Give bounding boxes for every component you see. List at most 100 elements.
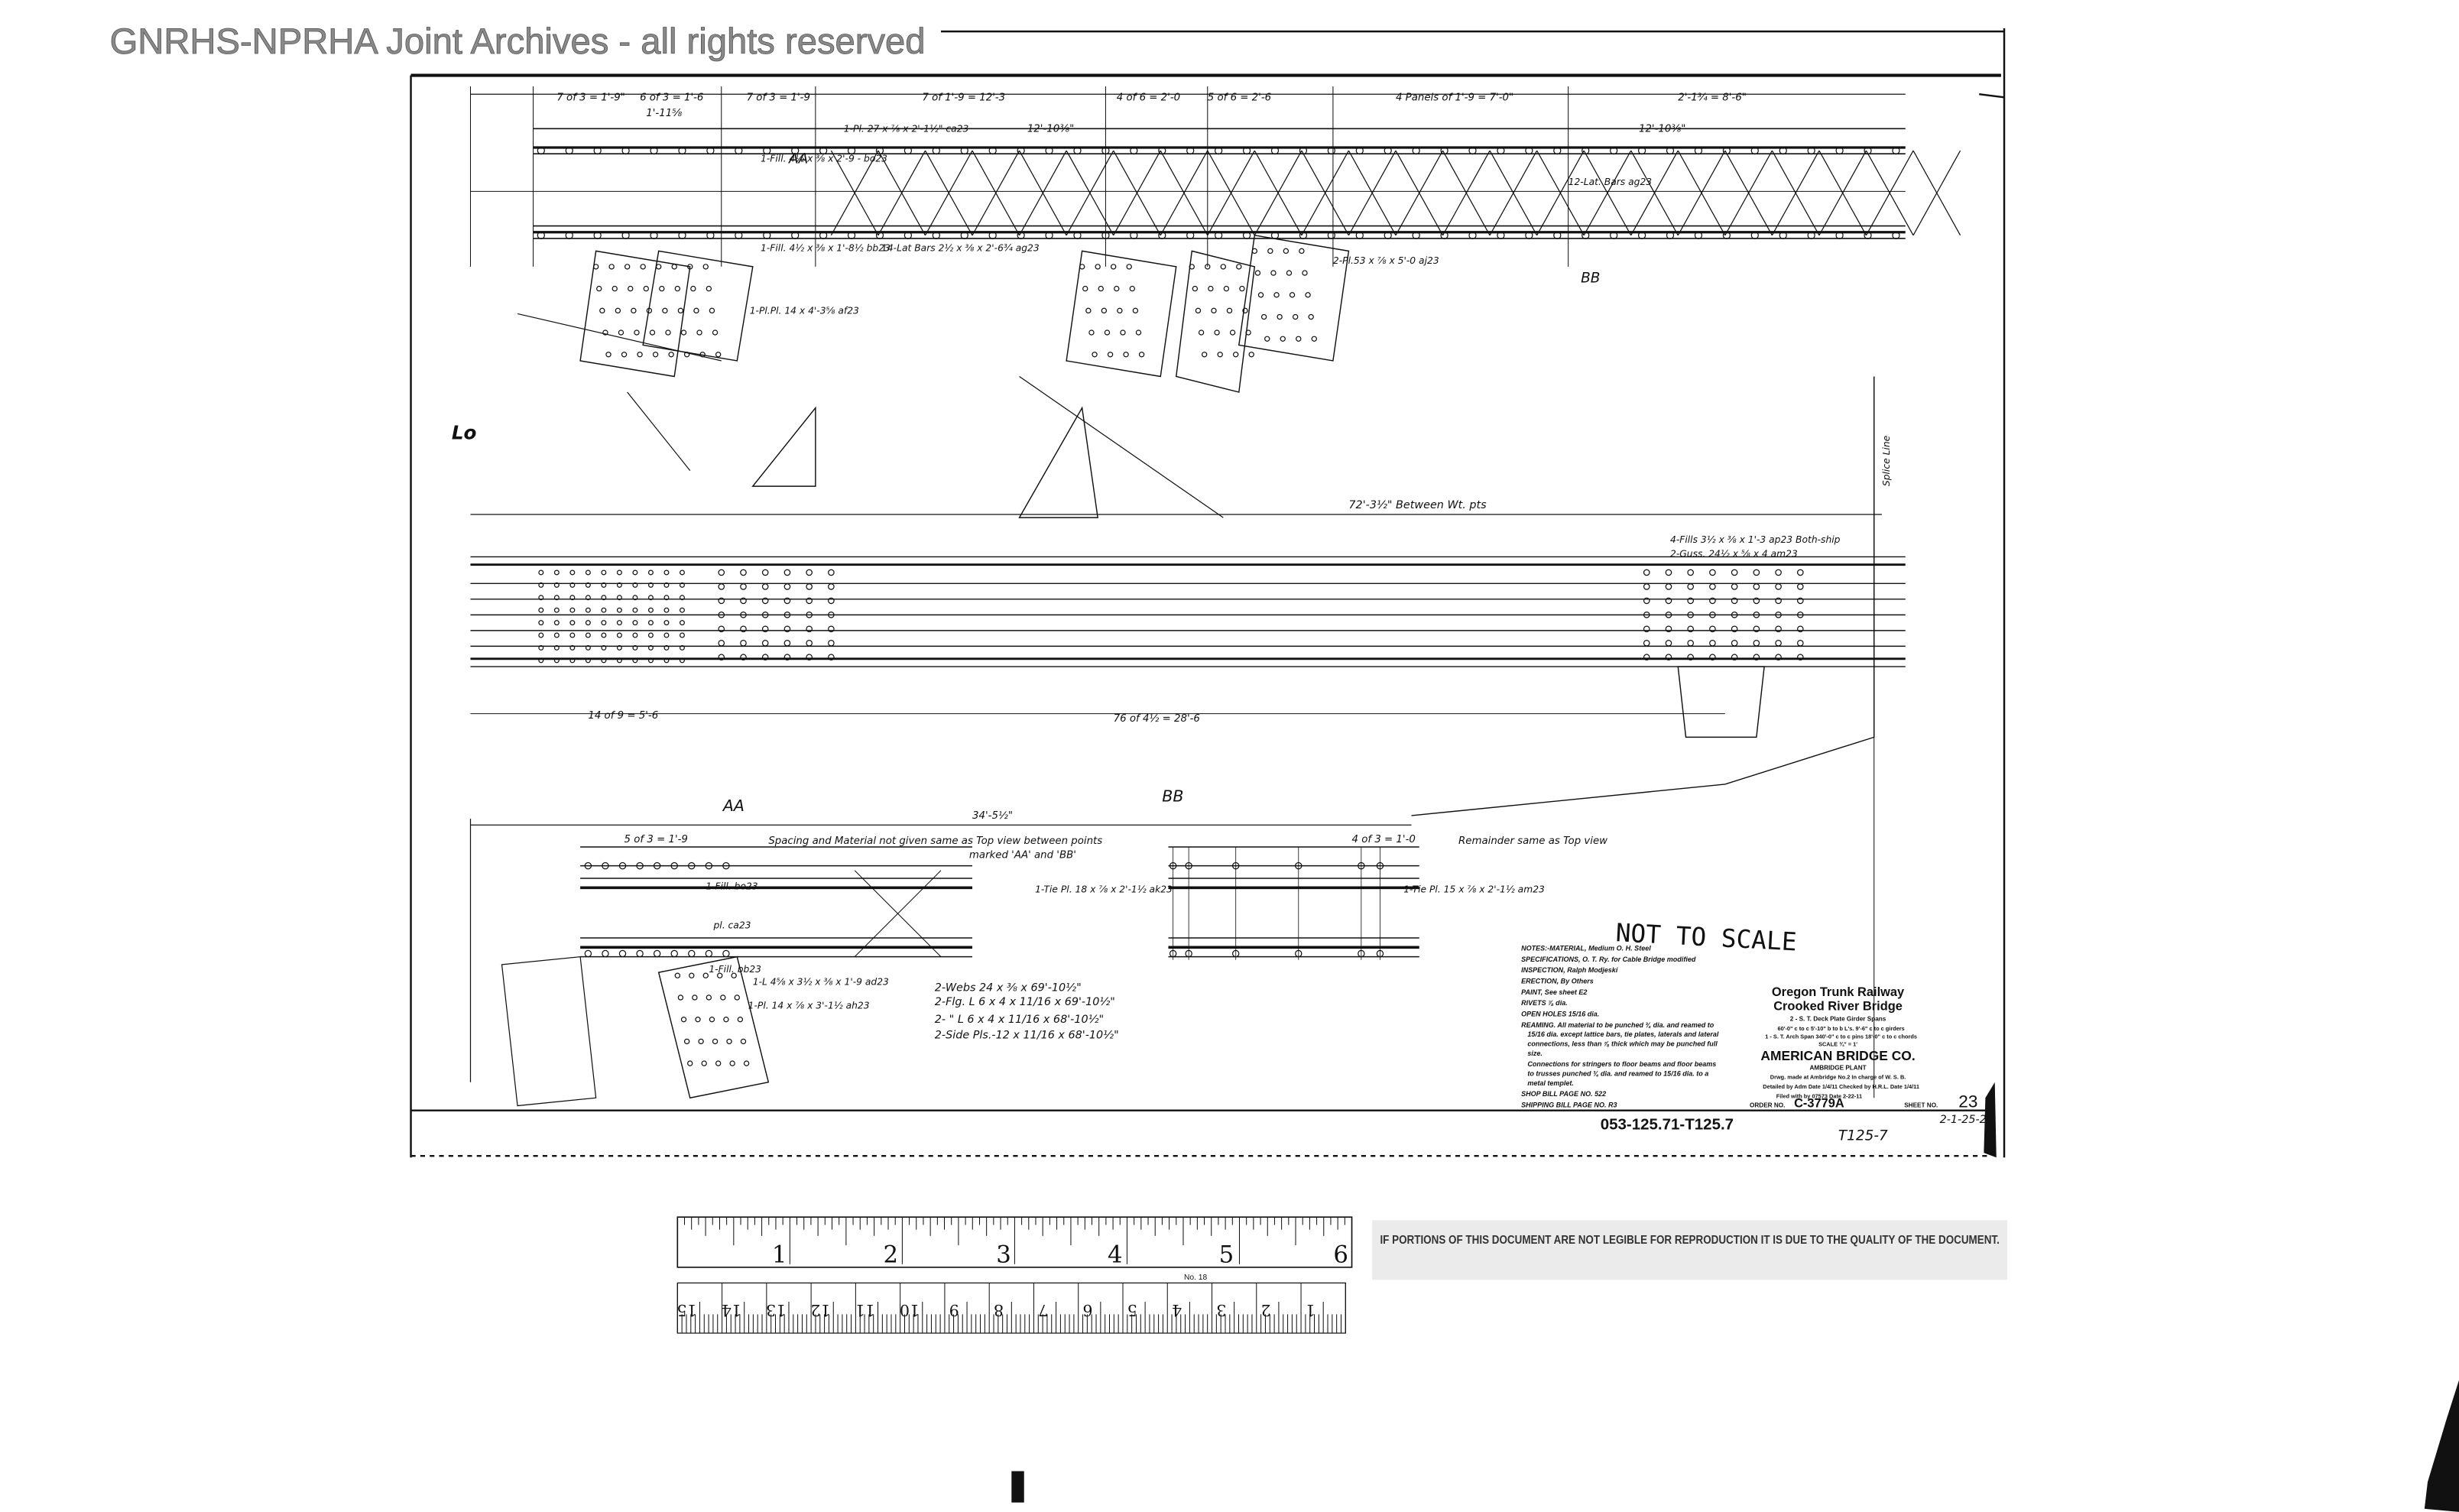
rivet-hole <box>806 597 813 605</box>
rivet-hole <box>1286 270 1293 276</box>
ruler-label: 4 <box>1108 1241 1123 1269</box>
rivet-hole <box>988 231 997 239</box>
callout: 1-Pl.Pl. 14 x 4'-3⅝ af23 <box>750 305 859 316</box>
rivet-hole <box>763 231 771 239</box>
rivet-hole <box>734 994 740 1001</box>
rivet-hole <box>706 994 712 1001</box>
rivet-hole <box>653 949 661 958</box>
lattice-bar <box>1301 150 1349 236</box>
rivet-hole <box>698 1038 704 1045</box>
section-labels: Lo AA BB AA BB <box>452 151 1601 814</box>
rivet-hole <box>1236 264 1242 270</box>
lattice-bar <box>924 150 973 236</box>
rivet-hole <box>1305 292 1311 298</box>
rivet-hole <box>1092 352 1098 358</box>
rivet-hole <box>1610 146 1618 155</box>
rivet-hole <box>1525 146 1533 155</box>
callout: 4-Fills 3½ x ⅜ x 1'-3 ap23 Both-ship <box>1670 534 1841 545</box>
rivet-hole <box>1198 329 1205 336</box>
rivet-hole <box>1239 285 1245 292</box>
order-number: C-3779A <box>1794 1097 1844 1111</box>
rivet-hole <box>761 612 769 618</box>
rivet-hole <box>650 231 658 239</box>
callout: 1-Fill. 4½ x ⅜ x 1'-8½ bb23 <box>761 242 890 253</box>
rivet-hole <box>1327 146 1335 155</box>
rivet-hole <box>740 569 747 576</box>
rivet-hole <box>616 582 622 588</box>
lattice-bar <box>1865 150 1914 236</box>
rivet-hole <box>1245 329 1251 336</box>
rivet-hole <box>1709 639 1716 647</box>
rivet-hole <box>1215 231 1223 239</box>
lattice-bar <box>1771 150 1820 236</box>
dimension: 34'-5½" <box>972 810 1013 822</box>
rivet-hole <box>618 861 627 870</box>
rivet-hole <box>553 582 560 588</box>
rivet-hole <box>1098 285 1104 292</box>
rivet-hole <box>640 264 646 270</box>
rivet-hole <box>1296 336 1302 342</box>
callout: 1-Pl. 14 x ⅞ x 3'-1½ ah23 <box>748 1000 870 1011</box>
rivet-hole <box>718 654 725 661</box>
plant-name: AMBRIDGE PLANT <box>1809 1064 1866 1071</box>
rivet-hole <box>1525 231 1533 239</box>
bill-line: 2-Flg. L 6 x 4 x 11/16 x 69'-10½" <box>935 996 1115 1008</box>
ruler-label: 14 <box>722 1301 741 1319</box>
rivet-hole <box>806 639 813 647</box>
rivet-hole <box>1796 583 1804 590</box>
rivet-hole <box>653 861 661 870</box>
rivet-hole <box>1796 639 1804 647</box>
rivet-hole <box>722 861 730 870</box>
rivet-hole <box>1775 654 1782 661</box>
rivet-hole <box>569 644 576 651</box>
rivet-hole <box>601 644 607 651</box>
rivet-hole <box>632 657 638 664</box>
rivet-hole <box>553 644 560 651</box>
rivet-hole <box>791 231 800 239</box>
rivet-hole <box>1687 569 1694 576</box>
sheet-number: 23 <box>1958 1092 1977 1111</box>
rivet-hole <box>670 949 678 958</box>
rivet-hole <box>1186 231 1195 239</box>
rivet-hole <box>663 595 670 601</box>
rivet-hole <box>712 1038 719 1045</box>
rivet-hole <box>650 146 658 155</box>
rivet-hole <box>735 231 743 239</box>
ruler-label: 15 <box>677 1301 697 1319</box>
rivet-hole <box>1214 329 1220 336</box>
bridge-name: Crooked River Bridge <box>1773 999 1903 1013</box>
rivet-hole <box>553 620 560 626</box>
archive-number: 053-125.71-T125.7 <box>1601 1115 1734 1133</box>
rivet-hole <box>1135 329 1142 336</box>
rivet-hole <box>1709 569 1716 576</box>
archive-watermark: GNRHS-NPRHA Joint Archives - all rights … <box>110 21 926 61</box>
rivet-hole <box>1796 569 1804 576</box>
rivet-hole <box>828 597 835 605</box>
rivet-hole <box>1114 285 1120 292</box>
rivet-hole <box>601 607 607 613</box>
gusset-plate <box>579 250 691 378</box>
rivet-hole <box>621 231 630 239</box>
rivet-hole <box>663 657 670 664</box>
rivet-hole <box>636 949 644 958</box>
scale-line: SCALE ¾" = 1' <box>1818 1041 1857 1048</box>
rivet-hole <box>709 307 715 314</box>
ruler-label: 4 <box>1172 1301 1182 1319</box>
rivet-hole <box>783 569 791 576</box>
lattice-bar <box>1677 150 1726 236</box>
rivet-hole <box>1217 352 1223 358</box>
rivet-hole <box>737 1016 744 1023</box>
rivet-hole <box>1665 625 1672 633</box>
rivet-hole <box>1753 569 1760 576</box>
rivet-hole <box>1384 146 1392 155</box>
rivet-hole <box>1753 654 1760 661</box>
rivet-hole <box>656 264 662 270</box>
ruler-label: 5 <box>1219 1241 1234 1269</box>
rivet-hole <box>680 329 687 336</box>
rivet-hole <box>602 949 609 958</box>
ruler-maker: No. 18 <box>1184 1274 1207 1282</box>
rivet-hole <box>1280 336 1286 342</box>
rivet-hole <box>1126 264 1132 270</box>
rivet-hole <box>1079 264 1085 270</box>
